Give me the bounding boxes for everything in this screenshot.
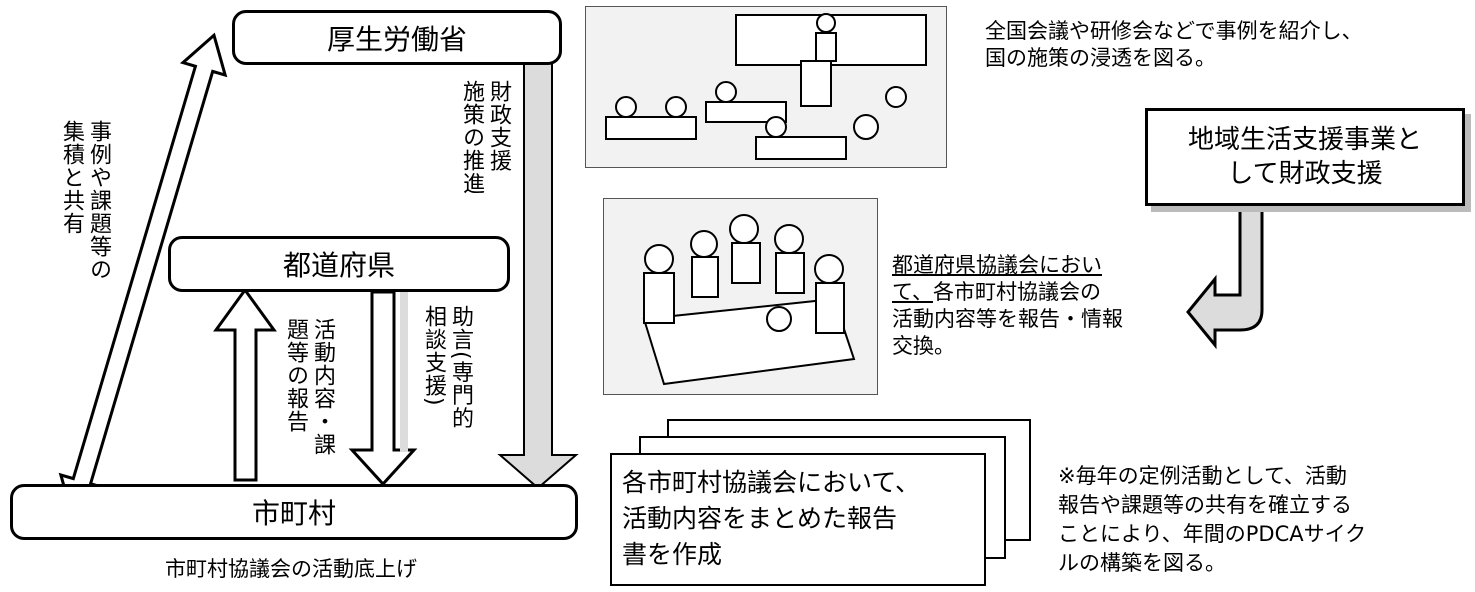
classroom-drawing: [605, 13, 927, 160]
mhlw-box: 厚生労働省: [232, 10, 562, 65]
pdca-note: ※毎年の定例活動として、活動 報告や課題等の共有を確立する ことにより、年間のP…: [1058, 464, 1367, 575]
municipality-label: 市町村: [251, 497, 336, 530]
prefecture-council-rest: 各市町村協議会の 活動内容等を報告・情報 交換。: [892, 280, 1123, 358]
prefecture-label: 都道府県: [282, 249, 395, 282]
prefecture-council-illustration: [603, 198, 878, 395]
report-doc-text: 各市町村協議会において、 活動内容をまとめた報告 書を作成: [622, 468, 921, 569]
national-meeting-illustration: [585, 6, 947, 168]
activity-report-arrow: [213, 287, 277, 482]
fiscal-support-label: 財政支援 施策の推進: [459, 80, 511, 195]
advice-label: 助言(専門的 相談支援): [421, 305, 473, 430]
curved-support-arrow: [1186, 203, 1264, 350]
local-support-box: 地域生活支援事業と して財政支援: [1145, 108, 1465, 206]
municipality-caption: 市町村協議会の活動底上げ: [165, 557, 417, 581]
local-support-label: 地域生活支援事業と して財政支援: [1187, 125, 1422, 189]
fiscal-support-arrow: [497, 62, 579, 490]
prefecture-council-underlined: 都道府県協議会におい て、: [892, 253, 1102, 304]
prefecture-down-arrow: [348, 290, 418, 487]
prefecture-council-note: 都道府県協議会におい て、各市町村協議会の 活動内容等を報告・情報 交換。: [892, 252, 1123, 360]
prefecture-box: 都道府県: [168, 236, 510, 292]
meeting-drawing: [642, 214, 856, 386]
activity-report-label: 活動内容・課 題等の報告: [283, 318, 335, 456]
national-meeting-note: 全国会議や研修会などで事例を紹介し、 国の施策の浸透を図る。: [985, 19, 1363, 70]
mhlw-label: 厚生労働省: [326, 22, 467, 56]
municipality-box: 市町村: [10, 484, 578, 540]
case-sharing-label: 事例や課題等の 集積と共有: [59, 120, 111, 281]
shade-strip: [400, 292, 408, 452]
report-doc-front: 各市町村協議会において、 活動内容をまとめた報告 書を作成: [610, 453, 986, 586]
